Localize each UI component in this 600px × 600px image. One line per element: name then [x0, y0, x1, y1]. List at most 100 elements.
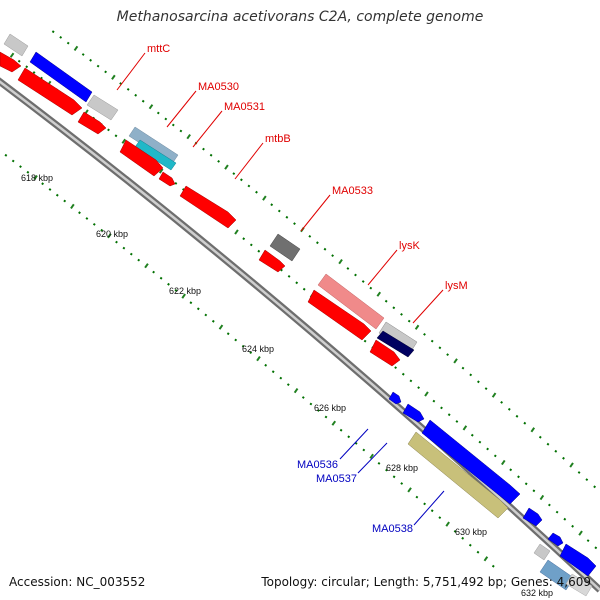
gene-feature[interactable]: [3, 33, 29, 57]
track-dot: [85, 217, 89, 220]
track-dot: [594, 546, 598, 550]
track-major-tick: [569, 462, 574, 468]
track-dot: [164, 117, 168, 121]
gene-feature[interactable]: [421, 419, 521, 505]
gene-feature[interactable]: [258, 249, 286, 273]
track-dot: [438, 516, 442, 519]
track-dot: [423, 502, 426, 506]
track-dot: [302, 287, 306, 291]
track-dot: [392, 475, 396, 479]
track-dot: [555, 510, 559, 514]
gene-feature[interactable]: [522, 507, 543, 527]
leader-line-mttc: [116, 52, 146, 91]
gene-label[interactable]: MA0536: [297, 459, 338, 471]
gene-feature[interactable]: [539, 559, 575, 591]
gene-features: [0, 33, 597, 597]
gene-label[interactable]: mttC: [147, 43, 170, 55]
gene-feature[interactable]: [376, 330, 415, 358]
track-dot: [392, 306, 396, 310]
track-dot: [554, 449, 558, 453]
gene-feature[interactable]: [179, 185, 237, 229]
track-dot: [593, 485, 596, 489]
track-dot: [532, 489, 536, 493]
genome-backbone-highlight: [0, 80, 600, 591]
track-dot: [89, 58, 92, 62]
gene-feature[interactable]: [388, 391, 402, 405]
track-dot: [400, 482, 404, 485]
track-major-tick: [376, 291, 382, 297]
track-dot: [196, 307, 200, 311]
gene-label[interactable]: mtbB: [265, 133, 291, 145]
track-major-tick: [293, 387, 299, 394]
track-major-tick: [107, 233, 112, 239]
track-major-tick: [73, 45, 79, 52]
gene-feature[interactable]: [119, 139, 164, 177]
track-dot: [523, 421, 527, 425]
track-dot: [209, 153, 213, 157]
track-dot: [440, 406, 443, 410]
track-dot: [295, 281, 299, 285]
ruler-tick-label: 630 kbp: [455, 527, 487, 537]
gene-label[interactable]: MA0530: [198, 81, 239, 93]
track-dot: [171, 123, 175, 127]
gene-feature[interactable]: [407, 431, 509, 519]
gene-feature[interactable]: [565, 573, 593, 597]
track-dot: [249, 243, 253, 247]
track-major-tick: [453, 358, 458, 364]
gene-feature[interactable]: [369, 339, 401, 367]
track-dot: [141, 99, 145, 103]
track-dot: [401, 372, 405, 376]
track-dot: [134, 93, 138, 97]
track-dot: [423, 333, 426, 336]
gene-feature[interactable]: [86, 94, 119, 121]
gene-feature[interactable]: [307, 289, 372, 341]
track-dot: [478, 440, 482, 444]
gene-label[interactable]: MA0531: [224, 101, 265, 113]
track-dot: [137, 258, 141, 262]
track-dot: [407, 319, 411, 323]
gene-feature[interactable]: [269, 233, 301, 262]
gene-labels: mttC MA0530 MA0531 mtbB MA0533 lysK lysM…: [147, 43, 468, 535]
track-dot: [66, 41, 70, 45]
track-dot: [92, 223, 96, 226]
gene-feature[interactable]: [317, 273, 385, 330]
leader-line-mtbb: [234, 142, 264, 180]
track-dot: [277, 209, 281, 213]
gene-feature[interactable]: [17, 67, 83, 116]
dotted-guide-tracks: [4, 30, 598, 568]
track-dot: [453, 530, 457, 533]
track-major-tick: [414, 324, 420, 330]
ruler-tick-label: 632 kbp: [521, 588, 553, 598]
gene-feature[interactable]: [402, 403, 425, 423]
gene-feature[interactable]: [547, 532, 564, 547]
track-major-tick: [148, 104, 154, 110]
track-dot: [286, 383, 290, 386]
gene-feature[interactable]: [134, 139, 177, 171]
track-major-tick: [181, 293, 186, 299]
track-dot: [377, 462, 381, 465]
accession-value: NC_003552: [76, 575, 146, 589]
track-dot: [11, 159, 15, 163]
gene-feature[interactable]: [29, 51, 93, 103]
gene-label[interactable]: MA0537: [316, 473, 357, 485]
track-dot: [415, 495, 419, 499]
ruler-tick-label: 628 kbp: [386, 463, 418, 473]
track-dot: [438, 346, 442, 350]
track-dot: [324, 415, 328, 419]
gene-label[interactable]: lysK: [399, 240, 420, 252]
gene-feature[interactable]: [533, 543, 551, 561]
track-dot: [270, 203, 274, 207]
gene-label[interactable]: MA0538: [372, 523, 413, 535]
track-major-tick: [338, 258, 343, 265]
gene-feature[interactable]: [158, 171, 176, 187]
track-dot: [271, 370, 275, 374]
track-dot: [430, 509, 434, 513]
gene-label[interactable]: MA0533: [332, 185, 373, 197]
gene-feature[interactable]: [559, 543, 597, 577]
gene-label[interactable]: lysM: [445, 280, 468, 292]
track-dot: [41, 182, 44, 186]
gene-feature[interactable]: [77, 111, 107, 135]
gene-feature[interactable]: [0, 51, 22, 73]
track-dot: [577, 471, 581, 474]
track-dot: [546, 442, 550, 446]
